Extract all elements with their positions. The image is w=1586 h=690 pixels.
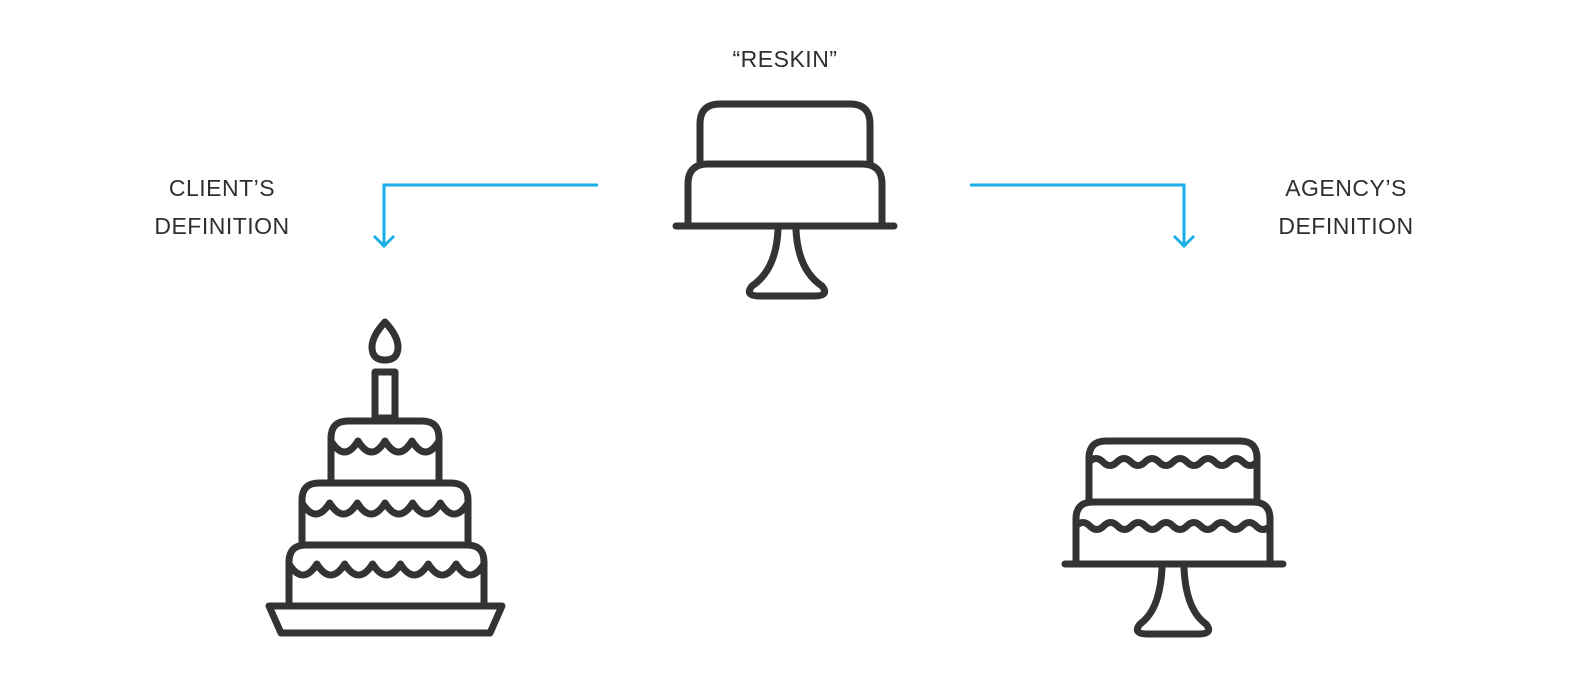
agency-label-line2: DEFINITION [1278, 213, 1413, 239]
client-label-line2: DEFINITION [154, 213, 289, 239]
client-label-line1: CLIENT’S [169, 175, 275, 201]
three-tier-birthday-cake-icon [265, 318, 506, 637]
left-arrow-icon [372, 183, 598, 249]
frosting-scallop [298, 499, 472, 518]
two-tier-cake-on-stand-icon [672, 100, 898, 300]
title-reskin: “RESKIN” [733, 46, 838, 72]
frosting-scallop [285, 560, 488, 579]
frosting-wave [1085, 455, 1261, 469]
right-arrow-icon [970, 183, 1196, 249]
frosting-wave [1072, 519, 1274, 533]
agency-label-line1: AGENCY’S [1285, 175, 1407, 201]
frosting-scallop [327, 437, 443, 456]
decorated-two-tier-cake-on-stand-icon [1061, 437, 1287, 638]
